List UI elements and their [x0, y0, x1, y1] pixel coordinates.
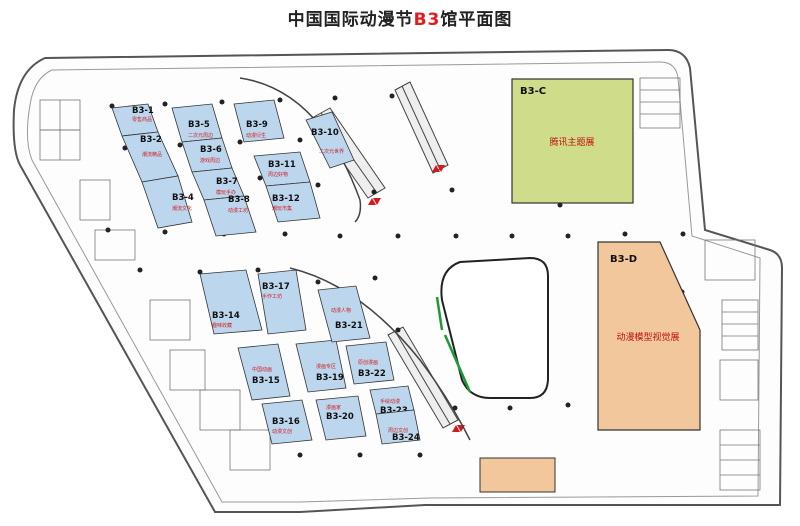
title-suffix: 馆平面图 — [440, 10, 513, 30]
booth-id: B3-10 — [311, 128, 339, 138]
booth-b3-15[interactable]: B3-15 中国动画 — [237, 343, 291, 401]
entrance-area — [479, 457, 556, 493]
booth-shape — [265, 181, 321, 223]
booth-subtitle: 潮流文化 — [172, 205, 192, 212]
booth-b3-22[interactable]: B3-22 原创漫画 — [345, 341, 395, 385]
right-service-rooms — [639, 77, 761, 491]
booth-shape — [305, 111, 355, 169]
inner-wall — [26, 61, 761, 503]
zone-c-name: 腾讯主题展 — [549, 136, 594, 148]
booth-subtitle: 动漫人物 — [331, 307, 351, 314]
booth-subtitle: 中国动画 — [252, 366, 272, 373]
booth-subtitle: 二次元周边 — [188, 132, 213, 139]
booth-subtitle: 动漫衍生 — [246, 132, 266, 139]
booth-id: B3-15 — [252, 376, 280, 386]
booth-subtitle: 原创漫画 — [358, 359, 378, 366]
booth-subtitle: 周边好物 — [268, 171, 288, 178]
booth-b3-19[interactable]: B3-19 漫画专区 — [295, 339, 347, 393]
booth-id: B3-4 — [172, 193, 194, 203]
map-title: 中国国际动漫节B3馆平面图 — [0, 5, 800, 30]
zone-b3-d[interactable]: B3-D 动漫模型视觉展 — [597, 241, 701, 431]
booth-id: B3-23 — [380, 406, 408, 416]
booth-id: B3-1 — [132, 106, 154, 116]
booth-subtitle: 动漫文创 — [272, 428, 292, 435]
booth-id: B3-20 — [326, 412, 354, 422]
zone-d-name: 动漫模型视觉展 — [616, 331, 679, 343]
booth-subtitle: 漫画家 — [326, 404, 341, 411]
booth-subtitle: 漫画专区 — [316, 363, 336, 370]
booth-shape — [199, 269, 263, 335]
booth-subtitle: 动漫工坊 — [228, 207, 248, 214]
booth-id: B3-12 — [272, 194, 300, 204]
booth-subtitle: 潮玩市集 — [272, 205, 292, 212]
booth-id: B3-14 — [212, 311, 240, 321]
title-prefix: 中国国际动漫节 — [287, 10, 414, 30]
booth-shape — [295, 339, 347, 393]
booth-id: B3-7 — [216, 177, 238, 187]
booth-b3-10[interactable]: B3-10 二次元世界 — [305, 111, 355, 169]
zone-d-id: B3-D — [610, 254, 637, 265]
booth-subtitle: 游戏周边 — [200, 157, 220, 164]
booth-id: B3-5 — [188, 120, 210, 130]
booth-subtitle: 模玩手办 — [216, 189, 236, 196]
booth-group: B3-1零售商品B3-2潮流精品B3-4潮流文化B3-5二次元周边B3-6游戏周… — [111, 99, 421, 445]
booth-id: B3-19 — [316, 373, 344, 383]
left-service-rooms — [39, 99, 271, 471]
booth-subtitle: 周边文创 — [388, 427, 408, 434]
booth-subtitle: 零售商品 — [132, 116, 152, 123]
booth-subtitle: 二次元世界 — [319, 148, 344, 155]
booth-shape — [233, 99, 285, 143]
booth-subtitle: 手绘动漫 — [380, 398, 400, 405]
booth-shape — [261, 399, 313, 445]
booth-subtitle: 趣味收藏 — [212, 322, 232, 329]
upper-curve-wall — [239, 77, 362, 223]
booth-id: B3-17 — [262, 282, 290, 292]
booth-shape — [315, 395, 367, 441]
booth-id: B3-9 — [246, 120, 268, 130]
booth-id: B3-16 — [272, 417, 300, 427]
atrium-void — [440, 256, 549, 399]
booth-id: B3-22 — [358, 369, 386, 379]
booth-id: B3-6 — [200, 145, 222, 155]
booth-subtitle: 手作工坊 — [262, 293, 282, 300]
zone-c-id: B3-C — [520, 86, 546, 97]
booth-id: B3-24 — [392, 433, 420, 443]
booth-shape — [141, 175, 193, 229]
booth-shape — [237, 343, 291, 401]
red-arrows — [368, 165, 465, 432]
lower-curve-wall — [289, 267, 471, 441]
booth-shape — [317, 285, 371, 343]
booth-id: B3-8 — [228, 195, 250, 205]
booth-b3-9[interactable]: B3-9 动漫衍生 — [233, 99, 285, 143]
title-hall-id: B3 — [413, 10, 441, 30]
booth-shape — [257, 269, 307, 335]
booth-id: B3-2 — [140, 135, 162, 145]
booth-subtitle: 潮流精品 — [142, 151, 162, 158]
booth-b3-4[interactable]: B3-4 潮流文化 — [141, 175, 194, 229]
booth-b3-21[interactable]: B3-21 动漫人物 — [317, 285, 371, 343]
booth-b3-8[interactable]: B3-8 动漫工坊 — [203, 195, 257, 237]
booth-shape — [345, 341, 395, 385]
green-barrier-2 — [443, 334, 472, 393]
green-barrier-1 — [435, 296, 444, 331]
booth-shape — [203, 195, 257, 237]
booth-id: B3-21 — [335, 321, 363, 331]
booth-shape — [375, 409, 421, 445]
booth-id: B3-11 — [268, 160, 296, 170]
zone-b3-c[interactable]: B3-C 腾讯主题展 — [511, 78, 634, 204]
